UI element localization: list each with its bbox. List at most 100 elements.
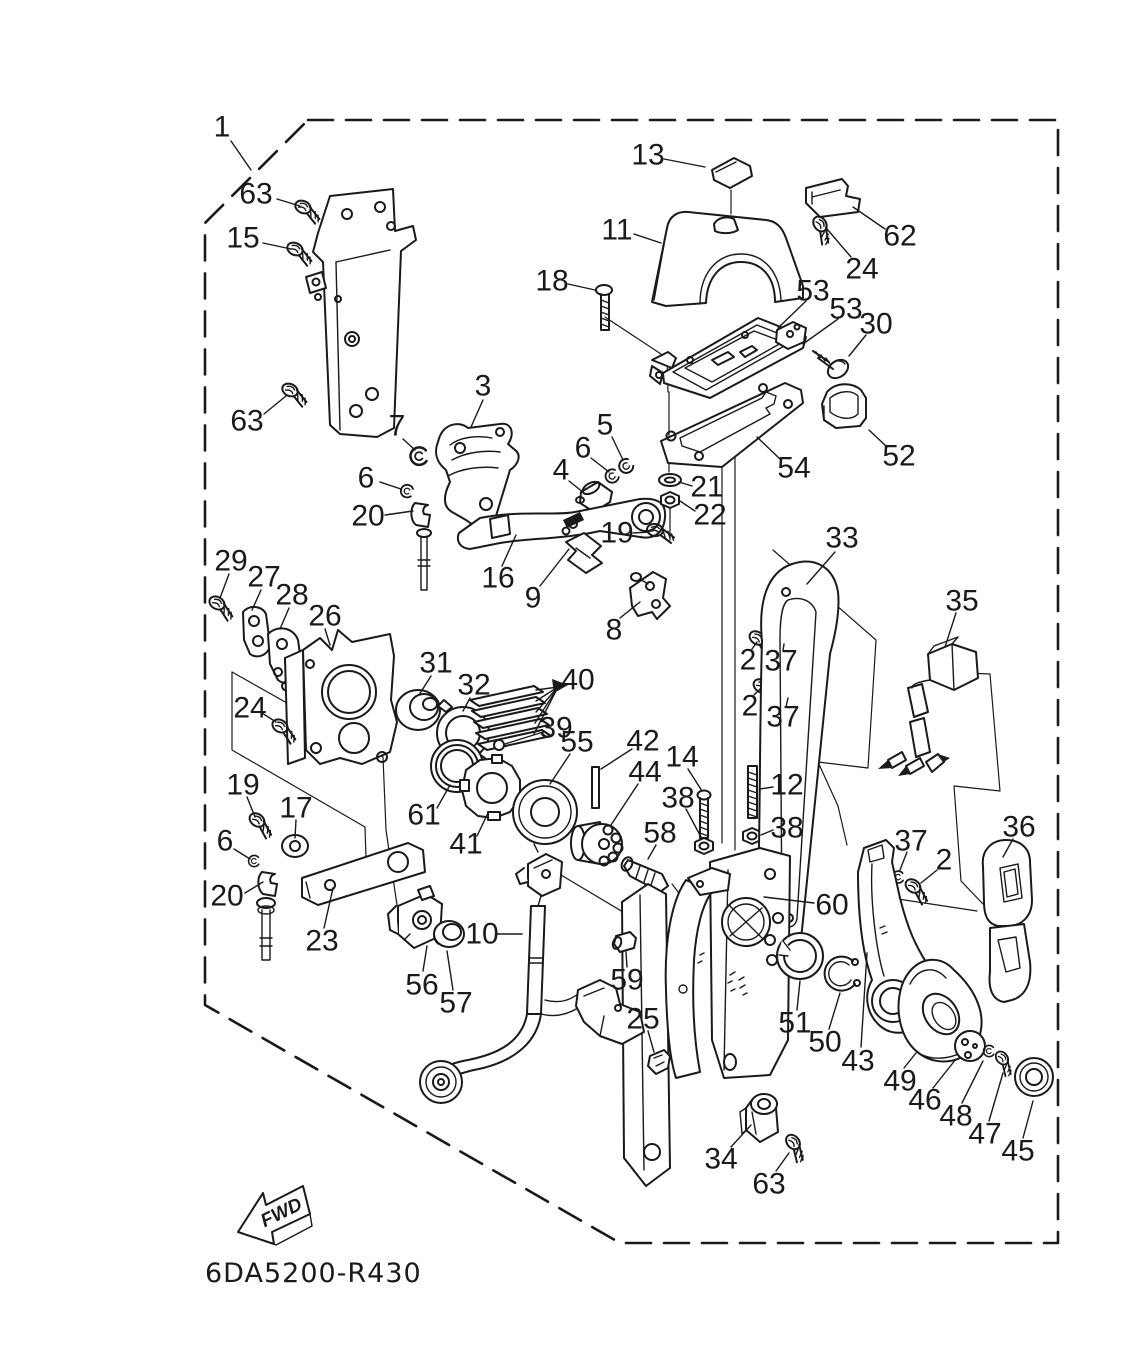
callout-38: 38: [770, 812, 803, 845]
callout-40-arrow-line: [533, 686, 559, 735]
assembly-axis-line: [604, 316, 668, 359]
part-53-end-bracket: [775, 321, 807, 350]
leader-line-59: [625, 951, 628, 968]
callout-47: 47: [968, 1118, 1001, 1151]
callout-57: 57: [439, 987, 472, 1020]
callout-39: 39: [539, 712, 572, 745]
leader-line-38: [760, 829, 774, 836]
callout-32: 32: [457, 669, 490, 702]
callout-2: 2: [742, 690, 759, 723]
part-29-screw: [204, 592, 239, 623]
leader-line-2: [753, 688, 761, 696]
leader-line-41: [476, 812, 489, 837]
leader-line-60: [763, 896, 815, 904]
leader-line-52: [868, 429, 888, 448]
part-5-clip: [615, 455, 636, 477]
leader-line-46: [932, 1058, 957, 1089]
callout-63: 63: [752, 1168, 785, 1201]
callout-56: 56: [405, 969, 438, 1002]
callout-25: 25: [626, 1003, 659, 1036]
callout-58: 58: [643, 817, 676, 850]
leader-line-62: [852, 206, 886, 230]
leader-line-27: [251, 589, 262, 611]
leader-line-53: [802, 318, 839, 345]
part-46-disc: [954, 1030, 986, 1062]
leader-line-31: [418, 675, 432, 696]
callout-29: 29: [214, 545, 247, 578]
callout-17: 17: [279, 792, 312, 825]
leader-line-58: [647, 844, 657, 860]
leader-line-17: [294, 819, 297, 839]
part-44-gear-spool: [570, 821, 624, 867]
callout-8: 8: [606, 614, 623, 647]
leader-line-16: [501, 534, 517, 567]
leader-line-6: [379, 481, 402, 490]
callout-20: 20: [210, 880, 243, 913]
callout-45: 45: [1001, 1135, 1034, 1168]
callout-40-arrowhead: [552, 679, 568, 693]
callout-54: 54: [777, 452, 810, 485]
leader-line-63: [775, 1152, 790, 1172]
callout-37: 37: [764, 645, 797, 678]
callout-51: 51: [778, 1007, 811, 1040]
leader-line-25: [647, 1030, 655, 1053]
part-15-screw: [282, 239, 317, 268]
leader-line-19: [632, 531, 650, 534]
leader-line-24: [826, 228, 852, 258]
part-36-hook: [981, 839, 1033, 1003]
leader-line-63: [276, 198, 301, 207]
leader-line-6: [590, 457, 610, 473]
leader-line-19: [246, 796, 256, 818]
leader-line-32: [462, 697, 471, 712]
part-34-clamp: [739, 1093, 779, 1143]
leader-line-20: [244, 881, 264, 894]
callout-31: 31: [419, 647, 452, 680]
part-56-trim-switch: [387, 885, 443, 949]
callout-48: 48: [939, 1100, 972, 1133]
leader-line-39: [504, 731, 544, 745]
callout-49: 49: [883, 1065, 916, 1098]
leader-line-53: [777, 300, 807, 329]
part-23-plate: [301, 842, 426, 906]
part-11-housing-cover: [651, 210, 804, 307]
leader-line-43: [860, 952, 868, 1048]
callout-53: 53: [829, 293, 862, 326]
part-63-screw-left: [277, 380, 312, 409]
callout-6: 6: [575, 432, 592, 465]
callout-6: 6: [358, 462, 375, 495]
leader-line-51: [796, 980, 801, 1011]
part-54-gasket-plate: [660, 382, 804, 468]
callout-2: 2: [936, 844, 953, 877]
part-25-clip: [647, 1049, 671, 1075]
fwd-arrow: FWD: [237, 1185, 313, 1246]
part-19-screw-lower: [243, 809, 278, 841]
callout-43: 43: [841, 1045, 874, 1078]
group-frame-line: [772, 549, 877, 846]
leader-line-9: [539, 548, 570, 587]
callout-55: 55: [560, 726, 593, 759]
callout-63: 63: [230, 405, 263, 438]
callout-38: 38: [661, 782, 694, 815]
callout-28: 28: [275, 579, 308, 612]
part-7-clip-washer: [409, 446, 428, 467]
callout-37: 37: [766, 701, 799, 734]
part-22-nut: [660, 491, 680, 509]
leader-line-48: [961, 1060, 984, 1104]
part-20-clip-upper: [410, 502, 432, 591]
leader-line-2: [920, 869, 938, 884]
leader-line-49: [903, 1052, 917, 1069]
part-24-screw-top: [806, 213, 838, 248]
drawing-code: 6DA5200-R430: [205, 1258, 422, 1289]
part-27-plate: [242, 606, 271, 658]
part-35-switch-connector: [878, 636, 979, 776]
leader-line-2: [751, 641, 758, 650]
leader-line-45: [1022, 1100, 1034, 1139]
leader-line-35: [944, 612, 957, 648]
callout-22: 22: [693, 499, 726, 532]
leader-line-55: [549, 753, 571, 785]
callout-19: 19: [600, 517, 633, 550]
part-14-screw-long: [696, 789, 712, 839]
leader-line-6: [233, 848, 251, 860]
callout-33: 33: [825, 522, 858, 555]
